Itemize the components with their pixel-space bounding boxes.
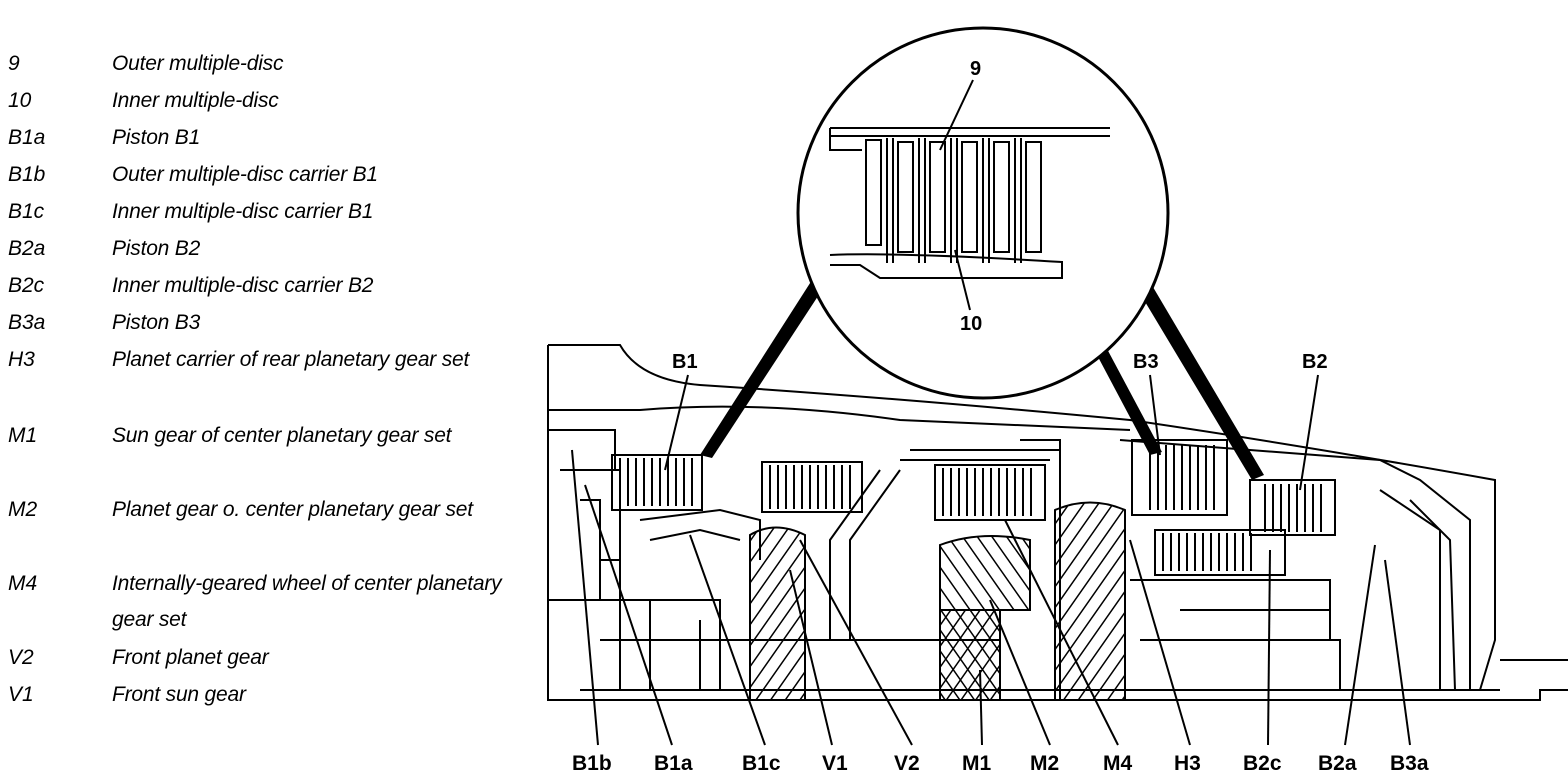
bottom-leader-lines xyxy=(571,449,1411,746)
legend-code: B3a xyxy=(8,311,46,334)
legend-code: 10 xyxy=(8,89,32,112)
legend-text: Piston B2 xyxy=(112,237,201,260)
legend-text: Inner multiple-disc carrier B2 xyxy=(112,274,374,297)
clutch-pack-center xyxy=(934,464,1046,521)
legend-text: Piston B1 xyxy=(112,126,201,149)
detail-magnifier: 9 10 xyxy=(700,26,1264,480)
legend-code: B2a xyxy=(8,237,46,260)
bottom-label-b2a: B2a xyxy=(1318,752,1357,775)
legend-text: Outer multiple-disc carrier B1 xyxy=(112,163,378,186)
label-b2: B2 xyxy=(1302,351,1328,373)
bottom-label-b2c: B2c xyxy=(1243,752,1282,775)
legend-code: B1a xyxy=(8,126,46,149)
bottom-labels: B1b B1a B1c V1 V2 M1 M2 M4 H3 B2c B2a B3… xyxy=(572,752,1429,775)
bottom-label-h3: H3 xyxy=(1174,752,1201,775)
legend-text: Front planet gear xyxy=(112,646,269,669)
bottom-label-v1: V1 xyxy=(822,752,848,775)
legend-text: Internally-geared wheel of center planet… xyxy=(112,572,502,631)
label-b3: B3 xyxy=(1133,351,1159,373)
bottom-label-v2: V2 xyxy=(894,752,920,775)
front-gear xyxy=(749,526,806,701)
internal-gear xyxy=(1054,501,1126,701)
clutch-pack-b2 xyxy=(1249,479,1336,536)
leader-line xyxy=(664,374,689,471)
legend-code: B1c xyxy=(8,200,45,223)
legend-text: Sun gear of center planetary gear set xyxy=(112,424,452,447)
legend-code: M1 xyxy=(8,424,38,447)
leader-line xyxy=(939,79,974,151)
bottom-label-m4: M4 xyxy=(1103,752,1132,775)
legend-text: Planet carrier of rear planetary gear se… xyxy=(112,348,470,371)
gears xyxy=(749,501,1126,701)
bottom-label-b1b: B1b xyxy=(572,752,612,775)
legend-text: Planet gear o. center planetary gear set xyxy=(112,498,473,521)
legend-text: Piston B3 xyxy=(112,311,201,334)
bottom-label-m2: M2 xyxy=(1030,752,1059,775)
leader-line xyxy=(1149,374,1161,456)
label-b1: B1 xyxy=(672,351,698,373)
legend-text: Inner multiple-disc xyxy=(112,89,279,112)
detail-label-9: 9 xyxy=(970,58,981,80)
sun-gear xyxy=(939,609,1001,701)
bottom-label-m1: M1 xyxy=(962,752,991,775)
leader-line xyxy=(954,249,971,311)
bottom-label-b1a: B1a xyxy=(654,752,693,775)
legend-code: 9 xyxy=(8,52,20,75)
legend-code: B2c xyxy=(8,274,45,297)
clutch-pack-b1 xyxy=(611,454,863,513)
legend-code: V2 xyxy=(8,646,34,669)
detail-label-10: 10 xyxy=(960,313,982,335)
bottom-label-b1c: B1c xyxy=(742,752,781,775)
legend-code: H3 xyxy=(8,348,35,371)
legend-code: V1 xyxy=(8,683,34,706)
legend-code: M4 xyxy=(8,572,38,595)
clutch-pack-b3 xyxy=(1131,439,1286,576)
clutch-labels: B1 B3 B2 xyxy=(664,351,1328,491)
legend-text: Front sun gear xyxy=(112,683,246,706)
legend-code: B1b xyxy=(8,163,46,186)
legend-text: Inner multiple-disc carrier B1 xyxy=(112,200,374,223)
leader-line xyxy=(1299,374,1319,491)
legend-code: M2 xyxy=(8,498,38,521)
bottom-label-b3a: B3a xyxy=(1390,752,1429,775)
legend-text: Outer multiple-disc xyxy=(112,52,284,75)
housing xyxy=(547,344,1568,701)
